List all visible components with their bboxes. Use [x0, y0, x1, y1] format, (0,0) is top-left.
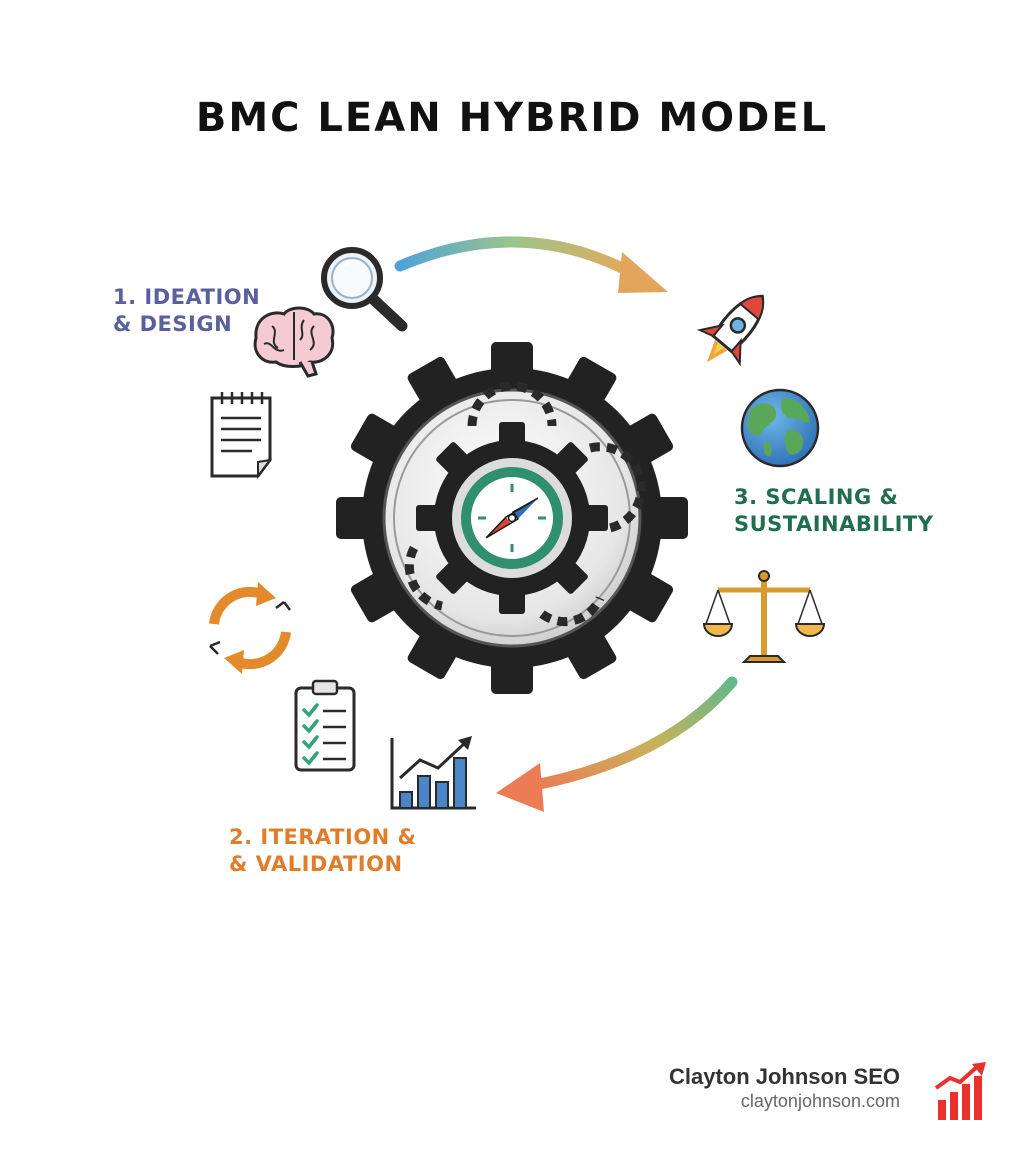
stage-label-line: & VALIDATION [229, 852, 403, 876]
stage-label-line: 2. ITERATION & [229, 825, 417, 849]
stage-label-line: 3. SCALING & [734, 485, 899, 509]
stage-label-iteration: 2. ITERATION & & VALIDATION [229, 824, 416, 878]
brain-icon [253, 306, 335, 378]
stage-label-line: & DESIGN [113, 312, 233, 336]
brand-name: Clayton Johnson SEO [668, 1064, 900, 1089]
scales-icon [702, 570, 826, 663]
globe-icon [740, 388, 820, 468]
magnifier-icon [321, 247, 408, 332]
checklist-icon [294, 679, 356, 772]
stage-label-ideation: 1. IDEATION & DESIGN [113, 284, 260, 338]
rocket-icon [696, 294, 765, 367]
arrow-top [394, 236, 668, 293]
gear-compass-icon [336, 342, 688, 694]
notepad-icon [210, 392, 273, 479]
brand-logo-icon [934, 1062, 986, 1120]
stage-label-scaling: 3. SCALING & SUSTAINABILITY [734, 484, 933, 538]
page-title: BMC LEAN HYBRID MODEL [195, 95, 829, 141]
stage-label-line: 1. IDEATION [113, 285, 261, 309]
bar-chart-icon [390, 736, 476, 810]
stage-label-line: SUSTAINABILITY [734, 512, 934, 536]
brand-url[interactable]: claytonjohnson.com [740, 1091, 900, 1111]
cycle-icon [209, 582, 291, 674]
arrow-bottom [496, 676, 738, 812]
